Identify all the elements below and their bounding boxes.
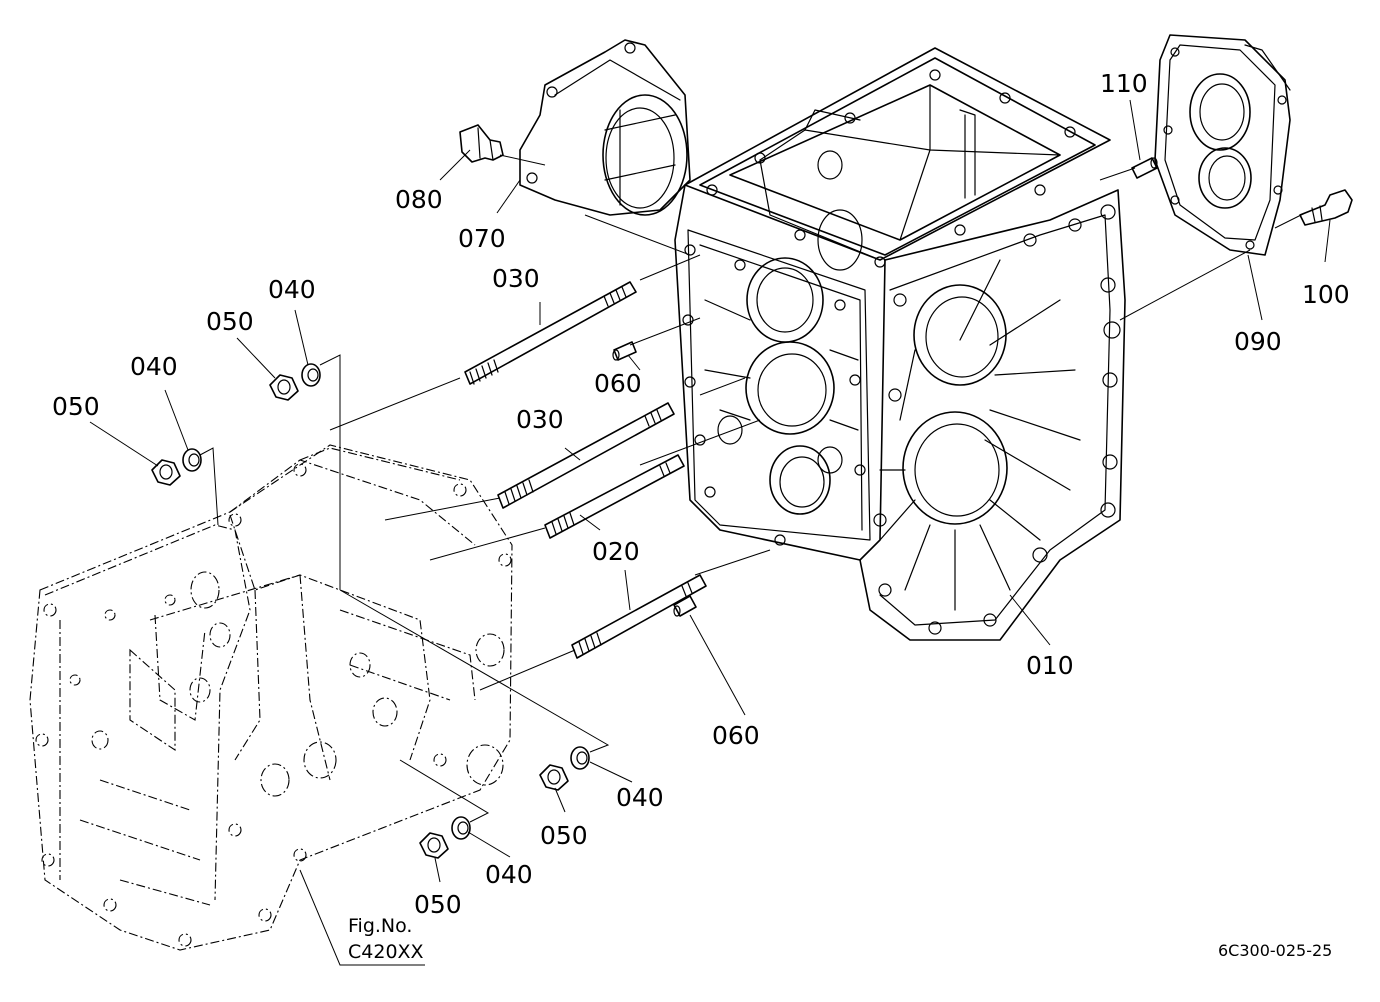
leader-lines (89, 99, 1331, 966)
callout-050-a: 050 (52, 392, 100, 421)
washer-040-d (451, 816, 471, 840)
nut-050-a (151, 459, 181, 486)
callout-050-c: 050 (540, 821, 588, 850)
pin-060-upper (612, 341, 637, 361)
callout-030-upper: 030 (492, 264, 540, 293)
washer-040-c (570, 746, 590, 770)
rear-cover-090 (1154, 34, 1291, 256)
stud-020-lower (571, 574, 707, 659)
nut-050-b (269, 374, 299, 401)
callout-040-c: 040 (616, 783, 664, 812)
callout-010: 010 (1026, 651, 1074, 680)
callout-040-b: 040 (268, 275, 316, 304)
washer-brackets (199, 354, 610, 823)
plug-080 (459, 124, 504, 163)
callout-060-lower: 060 (712, 721, 760, 750)
washer-040-b (301, 363, 321, 387)
mating-housing-c420xx (29, 444, 513, 951)
callout-070: 070 (458, 224, 506, 253)
callout-050-d: 050 (414, 890, 462, 919)
callout-080: 080 (395, 185, 443, 214)
callout-040-d: 040 (485, 860, 533, 889)
callout-100: 100 (1302, 280, 1350, 309)
bolt-100 (1299, 189, 1353, 226)
stud-030-middle (497, 402, 675, 509)
pin-060-lower (673, 595, 697, 617)
drawing-code: 6C300-025-25 (1218, 941, 1332, 960)
dowel-pin-110 (1131, 157, 1158, 179)
figure-reference-line2: C420XX (348, 941, 424, 963)
nut-050-d (419, 832, 449, 859)
washer-040-a (182, 448, 202, 472)
stud-020-upper (544, 454, 685, 539)
transmission-case-010 (674, 47, 1126, 641)
callout-050-b: 050 (206, 307, 254, 336)
callout-labels: 110 100 090 010 020 060 060 030 030 070 … (52, 69, 1350, 919)
cover-housing-070 (519, 39, 691, 216)
callout-090: 090 (1234, 327, 1282, 356)
nut-050-c (539, 764, 569, 791)
callout-030-middle: 030 (516, 405, 564, 434)
stud-030-upper (464, 281, 637, 385)
callout-020: 020 (592, 537, 640, 566)
figure-reference: Fig.No. C420XX (348, 915, 424, 963)
callout-040-a: 040 (130, 352, 178, 381)
callout-060-upper: 060 (594, 369, 642, 398)
figure-reference-line1: Fig.No. (348, 915, 412, 937)
callout-110: 110 (1100, 69, 1148, 98)
